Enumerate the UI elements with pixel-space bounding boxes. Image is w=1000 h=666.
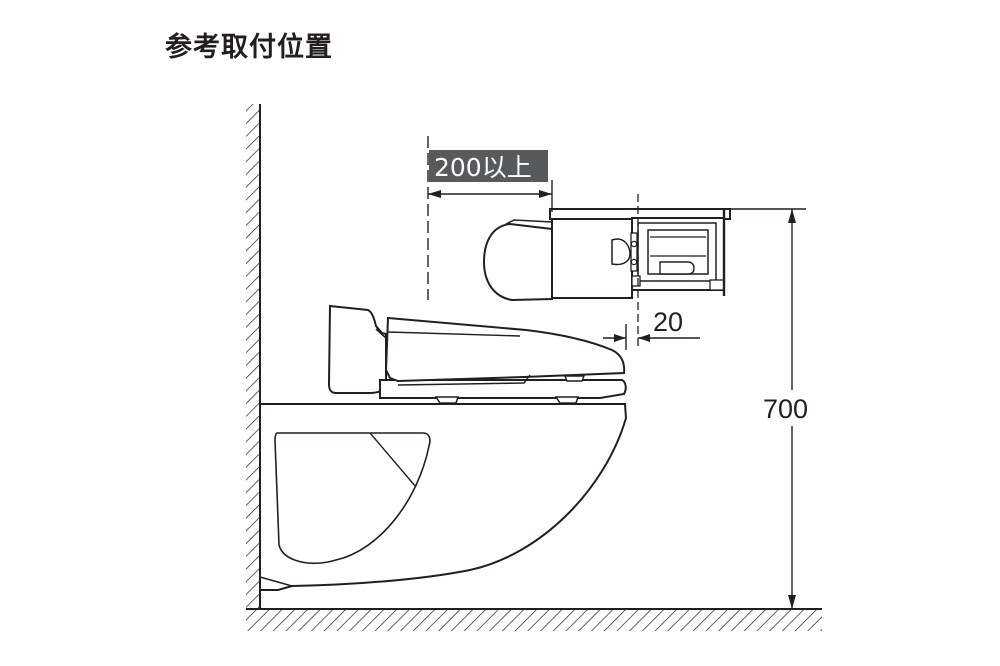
height-label: 700 <box>763 394 808 424</box>
floor <box>246 608 822 631</box>
toilet-seat <box>327 304 627 404</box>
offset-label: 20 <box>653 307 683 337</box>
dimension-height: 700 <box>724 208 820 609</box>
toilet-bowl <box>259 403 628 591</box>
clearance-label: 200以上 <box>434 153 532 182</box>
wall <box>246 104 261 609</box>
remote-control <box>482 194 731 350</box>
clearance-label-bg <box>429 150 548 182</box>
dimension-offset: 20 <box>603 307 700 350</box>
page-title: 参考取付位置 <box>165 32 333 63</box>
dimension-clearance: 200以上 <box>427 136 553 300</box>
